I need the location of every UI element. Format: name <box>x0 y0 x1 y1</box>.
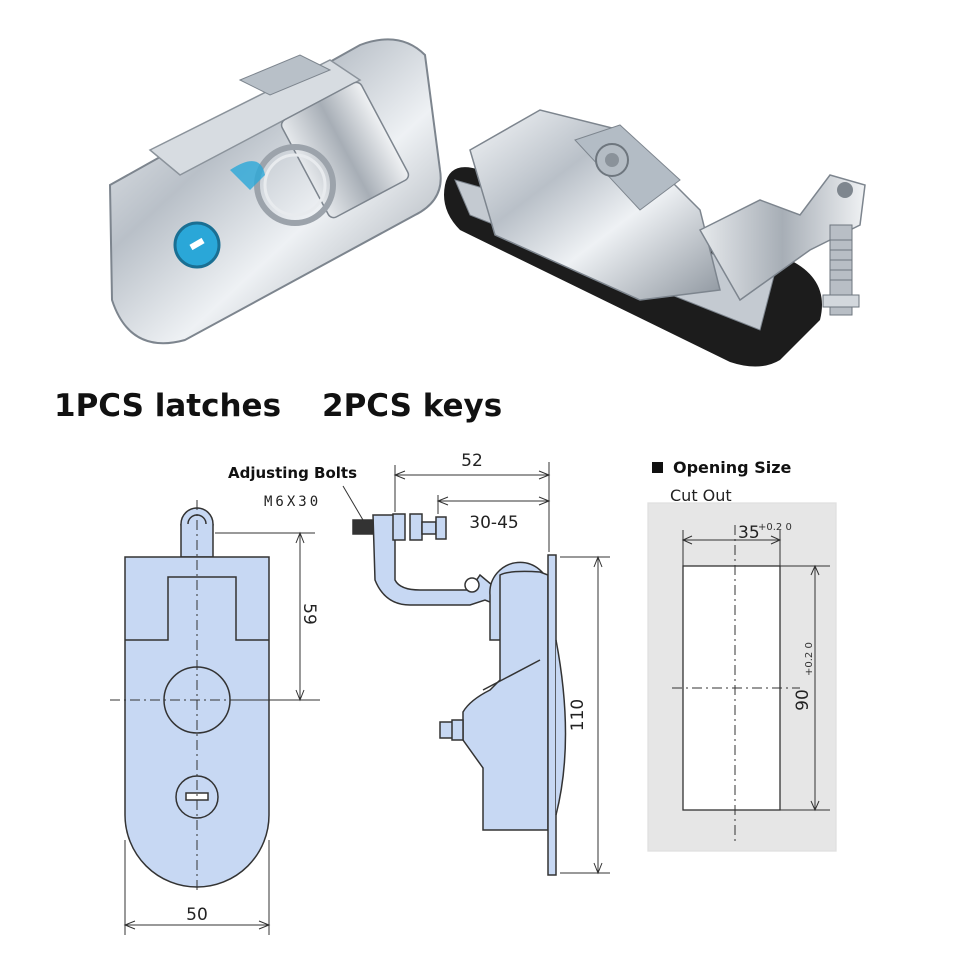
cutout-view <box>647 502 837 852</box>
dim-cut-height: 90 <box>793 689 813 711</box>
dim-hole-offset: 59 <box>299 603 319 625</box>
bolt-spec-label: M6X30 <box>264 494 322 510</box>
opening-size-label: Opening Size <box>673 458 792 477</box>
technical-drawing: 59 50 52 30-45 110 <box>110 451 837 935</box>
cut-out-label: Cut Out <box>670 486 732 505</box>
front-view <box>110 500 320 935</box>
product-photo <box>108 38 866 367</box>
adjusting-bolts-label: Adjusting Bolts <box>228 464 358 482</box>
dim-depth: 52 <box>461 451 483 471</box>
dim-height: 110 <box>568 699 588 731</box>
dim-bolt-range: 30-45 <box>469 513 518 533</box>
bullet-square-icon <box>652 462 663 473</box>
caption-latches: 1PCS latches <box>54 388 282 424</box>
dim-cut-height-tol: +0.2 0 <box>804 642 815 676</box>
caption-keys: 2PCS keys <box>322 388 503 424</box>
latch-front-photo <box>108 38 442 345</box>
latch-back-photo <box>444 109 866 367</box>
dim-cut-width-tol: +0.2 0 <box>758 522 792 533</box>
dim-width: 50 <box>186 905 208 925</box>
dim-cut-width: 35 <box>738 523 760 543</box>
side-view <box>342 462 610 876</box>
